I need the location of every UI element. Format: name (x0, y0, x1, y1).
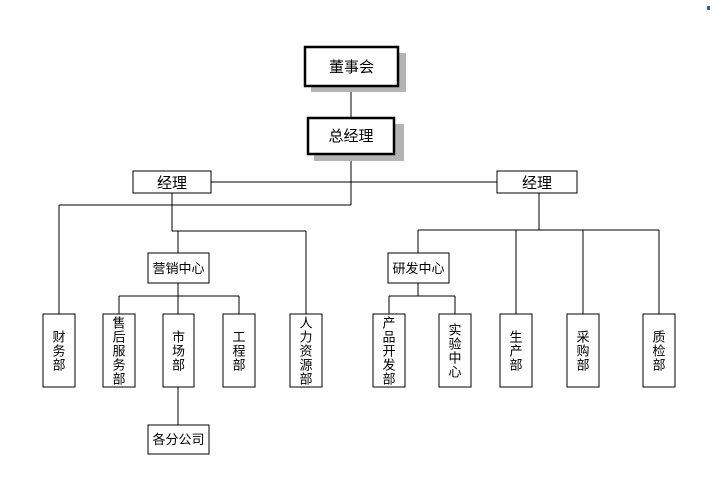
purchasing-dept-label: 采购部 (576, 331, 589, 374)
market-dept-label: 市场部 (172, 330, 185, 374)
branches-box (147, 424, 210, 455)
manager-right-label: 经理 (522, 174, 552, 192)
after-sales-dept-box (102, 313, 136, 388)
marketing-center-box (147, 252, 210, 284)
after-sales-dept-node: 售后服务部 (102, 313, 136, 388)
manager-left-box (132, 170, 212, 194)
qc-dept-box (642, 313, 676, 388)
hr-dept-label: 人力资源部 (299, 317, 312, 388)
board-label: 董事会 (329, 58, 374, 76)
product-dev-dept-node: 产品开发部 (372, 313, 406, 388)
after-sales-dept-label: 售后服务部 (112, 316, 125, 388)
branches-node: 各分公司 (147, 424, 210, 455)
gm-box (306, 116, 396, 156)
rd-center-box (387, 252, 450, 284)
rd-center-label: 研发中心 (392, 261, 444, 277)
corner-accent-mark (707, 6, 710, 10)
finance-dept-node: 财务部 (42, 313, 76, 388)
board-box (303, 45, 400, 88)
purchasing-dept-box (566, 313, 600, 388)
finance-dept-label: 财务部 (52, 331, 65, 374)
manager-left-label: 经理 (157, 174, 187, 192)
production-dept-label: 生产部 (509, 331, 522, 374)
engineering-dept-box (222, 313, 256, 388)
engineering-dept-node: 工程部 (222, 313, 256, 388)
general-manager-node: 总经理 (306, 116, 404, 161)
hr-dept-node: 人力资源部 (289, 313, 323, 388)
lab-center-box (438, 313, 472, 388)
manager-right-node: 经理 (496, 170, 578, 194)
production-dept-node: 生产部 (499, 313, 533, 388)
lab-center-label: 实验中心 (448, 324, 461, 381)
hr-dept-box (289, 313, 323, 388)
market-dept-node: 市场部 (162, 313, 195, 388)
connector-lines (58, 86, 660, 425)
manager-right-box (496, 170, 578, 194)
qc-dept-node: 质检部 (642, 313, 676, 388)
rd-center-node: 研发中心 (387, 252, 450, 284)
market-dept-box (162, 313, 195, 388)
gm-label: 总经理 (328, 127, 373, 145)
production-dept-box (499, 313, 533, 388)
engineering-dept-label: 工程部 (232, 331, 245, 374)
purchasing-dept-node: 采购部 (566, 313, 600, 388)
lab-center-node: 实验中心 (438, 313, 472, 388)
board-node: 董事会 (303, 45, 406, 92)
marketing-center-label: 营销中心 (152, 262, 204, 277)
product-dev-dept-label: 产品开发部 (382, 317, 395, 388)
manager-left-node: 经理 (132, 170, 212, 194)
finance-dept-box (42, 313, 76, 388)
marketing-center-node: 营销中心 (147, 252, 210, 284)
product-dev-dept-box (372, 313, 406, 388)
branches-label: 各分公司 (152, 432, 204, 448)
qc-dept-label: 质检部 (652, 331, 665, 374)
